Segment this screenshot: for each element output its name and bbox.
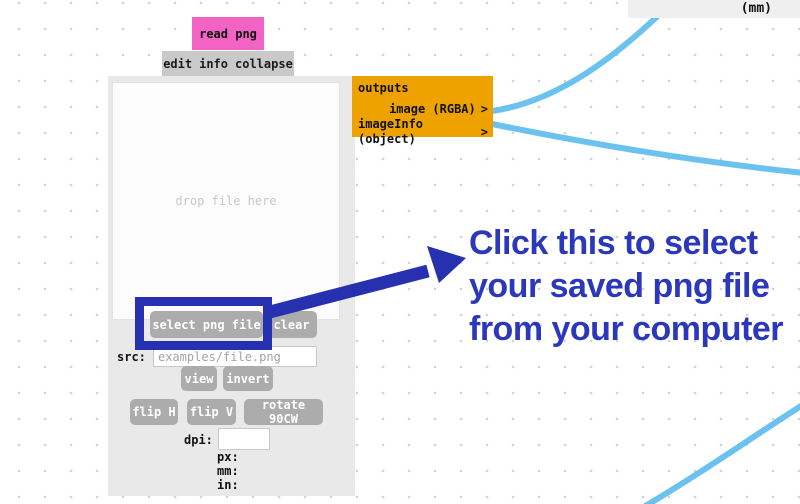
output-port-image-rgba[interactable]: image (RGBA) > bbox=[358, 102, 488, 117]
flip-v-button[interactable]: flip V bbox=[187, 399, 236, 425]
node-menu-bar: edit info collapse bbox=[162, 51, 294, 76]
node-title-read-png[interactable]: read png bbox=[192, 17, 264, 50]
outputs-title: outputs bbox=[358, 81, 409, 95]
rotate-90cw-button[interactable]: rotate 90CW bbox=[244, 398, 323, 426]
dpi-label: dpi: bbox=[184, 433, 213, 447]
node-menu-collapse[interactable]: collapse bbox=[235, 56, 293, 71]
node-menu-edit[interactable]: edit bbox=[163, 56, 193, 71]
px-label: px: bbox=[217, 450, 239, 464]
mm-label: mm: bbox=[217, 464, 239, 478]
annotation-arrowhead-icon bbox=[427, 246, 466, 283]
file-drop-zone[interactable]: drop file here bbox=[112, 82, 340, 320]
flip-h-button[interactable]: flip H bbox=[130, 399, 178, 425]
neighbor-port-label-mm: (mm) bbox=[740, 1, 772, 16]
outputs-panel: outputs image (RGBA) > imageInfo (object… bbox=[352, 76, 493, 146]
invert-button[interactable]: invert bbox=[223, 366, 273, 391]
annotation-line-1: Click this to select bbox=[469, 224, 758, 262]
output-port-label: image (RGBA) bbox=[389, 102, 476, 116]
wire-bottom-right[interactable] bbox=[642, 403, 800, 504]
port-arrow-icon: > bbox=[480, 124, 488, 139]
annotation-highlight-box bbox=[135, 297, 272, 350]
annotation-text: Click this to select your saved png file… bbox=[469, 222, 800, 351]
annotation-line-3: from your computer bbox=[469, 310, 784, 348]
wire-imageinfo-output[interactable] bbox=[489, 121, 800, 176]
output-port-imageinfo[interactable]: imageInfo (object) > bbox=[358, 117, 488, 147]
wire-image-output[interactable] bbox=[489, 7, 667, 114]
view-button[interactable]: view bbox=[181, 366, 217, 391]
drop-zone-label: drop file here bbox=[175, 194, 277, 208]
select-png-file-button[interactable]: select png file bbox=[150, 311, 263, 338]
in-label: in: bbox=[217, 478, 239, 492]
port-arrow-icon: > bbox=[480, 102, 488, 116]
dpi-input[interactable] bbox=[218, 428, 270, 450]
node-menu-info[interactable]: info bbox=[199, 56, 228, 71]
neighbor-node-fragment: (mm) bbox=[628, 0, 800, 18]
src-input[interactable] bbox=[153, 346, 317, 367]
annotation-line-2: your saved png file bbox=[469, 267, 770, 305]
clear-button[interactable]: clear bbox=[266, 311, 317, 338]
src-label: src: bbox=[117, 350, 146, 364]
output-port-label: imageInfo (object) bbox=[358, 117, 424, 146]
